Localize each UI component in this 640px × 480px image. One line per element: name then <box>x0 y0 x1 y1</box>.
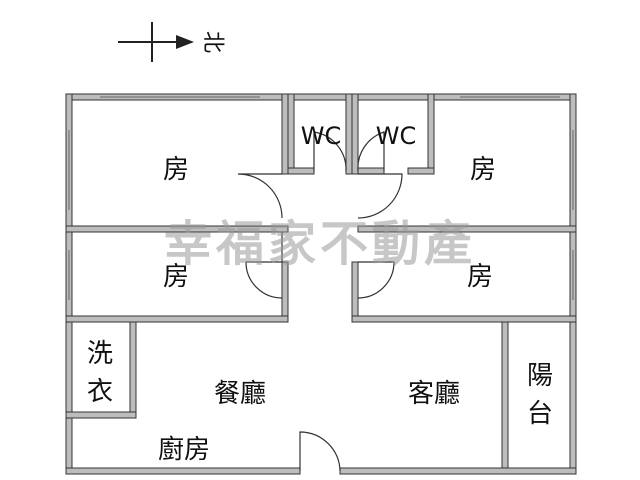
label-kitchen: 廚房 <box>158 435 210 465</box>
door-bedroom-top-right <box>357 173 403 219</box>
label-wc-right: WC <box>376 122 417 150</box>
arrow-right-icon <box>176 35 194 49</box>
label-bedroom-mid-left: 房 <box>163 262 189 292</box>
label-living: 客廳 <box>408 379 460 409</box>
label-bedroom-mid-right: 房 <box>467 262 493 292</box>
label-dining: 餐廳 <box>214 379 266 409</box>
compass-north-label: 北 <box>200 31 225 53</box>
label-wc-left: WC <box>301 122 342 150</box>
room-labels: WC WC 房 房 房 房 洗 衣 餐廳 客廳 廚房 陽 台 <box>87 122 553 465</box>
interior-walls <box>65 93 577 469</box>
north-compass: 北 <box>118 22 225 62</box>
outer-walls <box>65 93 577 475</box>
label-balcony-line2: 台 <box>527 399 553 429</box>
door-wc-right <box>357 131 385 172</box>
window-lines <box>68 96 574 300</box>
watermark: 幸福家不動產 <box>164 216 476 272</box>
label-laundry-line1: 洗 <box>87 339 113 369</box>
label-balcony-line1: 陽 <box>527 361 553 391</box>
door-bedroom-top-left <box>237 173 283 219</box>
door-entrance <box>299 431 341 472</box>
label-bedroom-top-left: 房 <box>163 155 189 185</box>
door-bedroom-mid-left <box>245 232 283 299</box>
door-bedroom-mid-right <box>357 261 395 299</box>
door-wc-left <box>313 131 347 172</box>
label-laundry-line2: 衣 <box>87 377 113 407</box>
doors <box>237 131 403 472</box>
label-bedroom-top-right: 房 <box>470 155 496 185</box>
